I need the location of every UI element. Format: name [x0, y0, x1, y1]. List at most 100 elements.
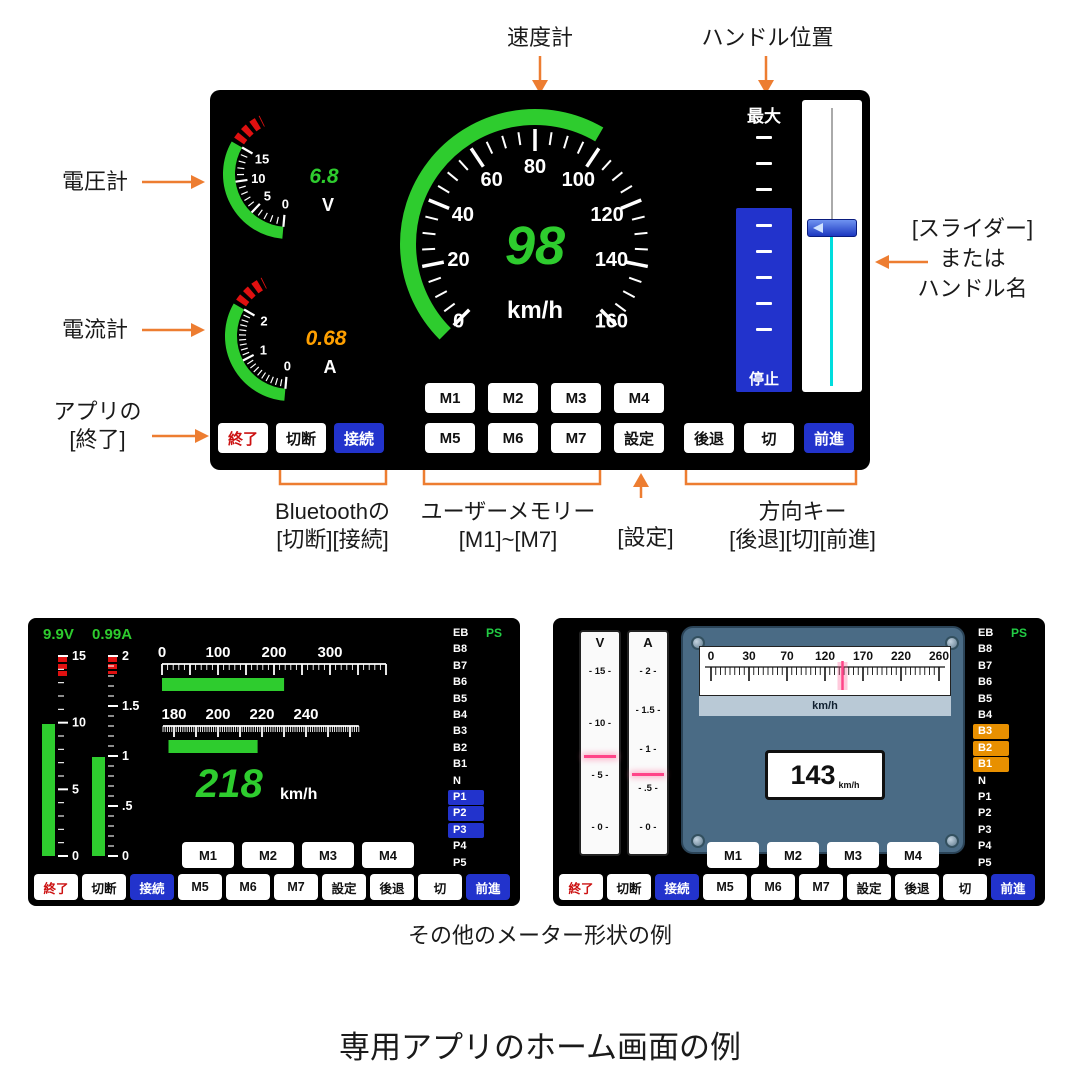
memory-m1-button[interactable]: M1 — [425, 383, 475, 413]
speedometer-tick-label: 160 — [595, 310, 628, 332]
app-exit-annotation-line1: アプリの — [53, 399, 142, 424]
settings-button[interactable]: 設定 — [614, 423, 664, 453]
status-indicator-b5: B5 — [978, 692, 993, 705]
speedometer-tick — [501, 135, 507, 149]
reverse-button[interactable]: 後退 — [895, 874, 939, 900]
connect-button[interactable]: 接続 — [334, 423, 384, 453]
bar-meter-label: 0 — [122, 849, 129, 863]
gauge-tick — [237, 167, 245, 170]
slider-handle[interactable] — [807, 219, 857, 237]
gauge-tick — [239, 338, 247, 341]
scale-label: 2 — [629, 666, 667, 677]
current-gauge-redzone — [236, 277, 268, 307]
status-indicator-p4: P4 — [978, 840, 992, 853]
status-indicator-b8: B8 — [978, 643, 993, 656]
gauge-tick — [269, 215, 274, 223]
memory-m3-button[interactable]: M3 — [827, 842, 879, 868]
slider-track-lower-line — [829, 236, 833, 386]
page-title: 専用アプリのホーム画面の例 — [338, 1030, 742, 1065]
speedometer-tick-label: 120 — [590, 204, 623, 226]
scale-label: 10 — [581, 718, 619, 729]
speedometer-tick — [458, 159, 469, 171]
memory-m2-button[interactable]: M2 — [242, 842, 294, 868]
ruler-value-bar — [168, 740, 258, 753]
settings-button[interactable]: 設定 — [322, 874, 366, 900]
handle-slider[interactable] — [802, 100, 862, 392]
memory-m6-button[interactable]: M6 — [488, 423, 538, 453]
disconnect-button[interactable]: 切断 — [607, 874, 651, 900]
speedometer-tick — [548, 132, 553, 146]
off-button[interactable]: 切 — [418, 874, 462, 900]
user-memory-annotation: ユーザーメモリー [M1]~[M7] — [408, 498, 608, 554]
forward-button[interactable]: 前進 — [466, 874, 510, 900]
off-button[interactable]: 切 — [744, 423, 794, 453]
forward-button[interactable]: 前進 — [804, 423, 854, 453]
off-button[interactable]: 切 — [943, 874, 987, 900]
memory-m7-button[interactable]: M7 — [799, 874, 843, 900]
memory-m6-button[interactable]: M6 — [751, 874, 795, 900]
memory-m2-button[interactable]: M2 — [767, 842, 819, 868]
memory-m6-button[interactable]: M6 — [226, 874, 270, 900]
bar-meter-label: 1 — [122, 749, 129, 763]
gauge-tick — [270, 376, 274, 384]
voltage-gauge-redzone — [234, 115, 266, 145]
speedometer-tick-label: 60 — [481, 169, 503, 191]
exit-button[interactable]: 終了 — [559, 874, 603, 900]
handle-scale-lower-dashes — [736, 208, 792, 331]
current-slider-meter: A 21.51.50 — [627, 630, 669, 856]
reverse-button[interactable]: 後退 — [370, 874, 414, 900]
gauge-tick — [257, 369, 263, 376]
memory-m4-button[interactable]: M4 — [887, 842, 939, 868]
gauge-tick — [282, 214, 286, 227]
speedometer-tick — [620, 198, 642, 211]
direction-keys-bracket — [684, 470, 858, 486]
memory-m3-button[interactable]: M3 — [302, 842, 354, 868]
speed-strip-label: 120 — [815, 649, 835, 663]
memory-m4-button[interactable]: M4 — [614, 383, 664, 413]
connect-button[interactable]: 接続 — [655, 874, 699, 900]
gauge-tick — [243, 308, 256, 317]
gauge-tick — [240, 347, 248, 351]
settings-button[interactable]: 設定 — [847, 874, 891, 900]
disconnect-button[interactable]: 切断 — [82, 874, 126, 900]
exit-button[interactable]: 終了 — [34, 874, 78, 900]
speedometer-tick — [422, 247, 436, 251]
disconnect-button[interactable]: 切断 — [276, 423, 326, 453]
speedometer-tick — [469, 147, 485, 168]
exit-button[interactable]: 終了 — [218, 423, 268, 453]
speed-strip-label: 220 — [891, 649, 911, 663]
memory-m1-button[interactable]: M1 — [707, 842, 759, 868]
bluetooth-bracket — [278, 470, 388, 486]
memory-m7-button[interactable]: M7 — [274, 874, 318, 900]
memory-m5-button[interactable]: M5 — [178, 874, 222, 900]
memory-m3-button[interactable]: M3 — [551, 383, 601, 413]
gauge-tick-label: 5 — [264, 188, 271, 203]
memory-m5-button[interactable]: M5 — [703, 874, 747, 900]
gauge-tick — [238, 160, 246, 164]
speedometer-tick-label: 20 — [447, 249, 469, 271]
handle-max-label: 最大 — [747, 107, 781, 126]
memory-m1-button[interactable]: M1 — [182, 842, 234, 868]
memory-m4-button[interactable]: M4 — [362, 842, 414, 868]
ruler-label: 200 — [205, 706, 230, 723]
gauge-tick — [263, 212, 268, 220]
reverse-button[interactable]: 後退 — [684, 423, 734, 453]
status-indicator-b6: B6 — [978, 676, 993, 689]
connect-button[interactable]: 接続 — [130, 874, 174, 900]
memory-m5-button[interactable]: M5 — [425, 423, 475, 453]
memory-m7-button[interactable]: M7 — [551, 423, 601, 453]
status-indicator-b7: B7 — [978, 659, 993, 672]
forward-button[interactable]: 前進 — [991, 874, 1035, 900]
scale-dash — [756, 224, 772, 227]
gauge-tick-label: 15 — [255, 152, 269, 167]
scale-dash — [756, 250, 772, 253]
gauge-tick-label: 0 — [282, 196, 289, 211]
memory-m2-button[interactable]: M2 — [488, 383, 538, 413]
current-gauge-ticks — [238, 308, 288, 389]
gauge-tick — [261, 372, 267, 379]
bar-meter-redzone — [58, 656, 67, 676]
speedometer-tick — [563, 135, 569, 149]
direction-keys-annotation: 方向キー [後退][切][前進] — [700, 498, 905, 554]
